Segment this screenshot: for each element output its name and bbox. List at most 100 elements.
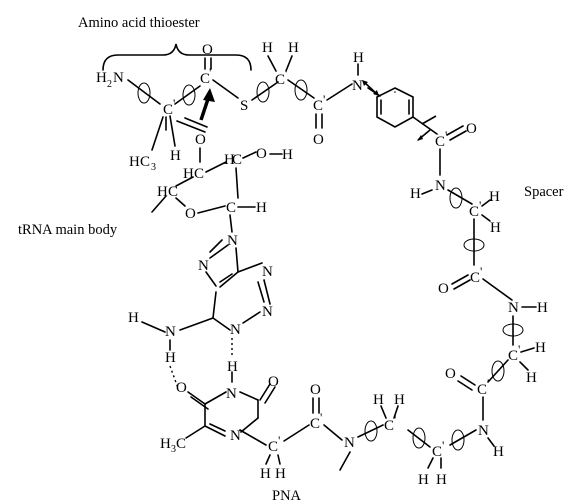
atom-c-amide: C	[310, 416, 320, 432]
atom-h: H	[490, 220, 501, 236]
atom-h: H	[183, 166, 194, 182]
atom-h: H	[418, 472, 429, 488]
atom-h: H	[260, 466, 271, 482]
atom-c-anomeric: C	[226, 200, 236, 216]
atom-h-donor: H	[165, 350, 176, 366]
atom-h: H	[224, 152, 235, 168]
atom-n: N	[352, 78, 363, 94]
atom-c-ribose: C	[194, 166, 204, 182]
benzene-ring: C ' O N H C ' H H C ' O N H C ' H H C '	[367, 87, 548, 460]
atom-h: H	[535, 340, 546, 356]
prime-mark: '	[480, 264, 482, 279]
atom-h: H	[170, 148, 181, 164]
atom-c: C	[469, 204, 479, 220]
prime-mark: '	[278, 433, 280, 448]
atom-n-amino: N	[165, 324, 176, 340]
atom-h: H	[128, 310, 139, 326]
atom-n: N	[227, 233, 238, 249]
atom-n: N	[478, 423, 489, 439]
atom-c-carbonyl: C	[200, 71, 210, 87]
attack-arrow	[199, 88, 215, 121]
rotation-arrows	[137, 79, 524, 451]
prime-mark: '	[209, 65, 211, 80]
atom-n: N	[198, 258, 209, 274]
atom-n-pna: N	[344, 435, 355, 451]
prime-mark: '	[442, 438, 444, 453]
spacer-caption: Spacer	[524, 184, 564, 200]
amino-acid-residue: H 2 N C ' H C 3 H C ' O S C ' H H C ' O …	[96, 40, 364, 173]
atom-h: H	[526, 370, 537, 386]
atom-n: N	[508, 300, 519, 316]
pna-caption: PNA	[272, 488, 302, 504]
prime-mark: '	[518, 342, 520, 357]
atom-o: O	[466, 121, 477, 137]
atom-h: H	[288, 40, 299, 56]
atom-c: C	[508, 348, 518, 364]
atom-o: O	[310, 382, 321, 398]
atom-h: H	[96, 70, 107, 86]
atom-o-ribose: O	[185, 206, 196, 222]
atom-h: H	[373, 392, 384, 408]
atom-n: N	[113, 70, 124, 86]
atom-h: H	[227, 359, 238, 375]
atom-h: H	[275, 466, 286, 482]
thymine-base: H N O N O H 3 C	[160, 359, 279, 455]
atom-h: H	[282, 147, 293, 163]
atom-c: C	[140, 154, 150, 170]
ribose-ring: O H C H C O H H C O C H	[151, 117, 293, 233]
atom-n: N	[226, 386, 237, 402]
aryl-rotation-arrows	[362, 80, 437, 141]
atom-h: H	[436, 472, 447, 488]
atom-h: H	[410, 186, 421, 202]
trna-main-body-caption: tRNA main body	[18, 222, 118, 238]
subscript-3: 3	[171, 444, 176, 455]
atom-n: N	[230, 428, 241, 444]
subscript-3: 3	[151, 162, 156, 173]
prime-mark: '	[479, 198, 481, 213]
atom-o-carbonyl: O	[202, 42, 213, 58]
atom-n-acceptor: N	[230, 322, 241, 338]
prime-mark: '	[320, 410, 322, 425]
atom-o-ester: O	[195, 132, 206, 148]
prime-mark: '	[445, 128, 447, 143]
atom-n: N	[262, 304, 273, 320]
atom-o: O	[445, 366, 456, 382]
atom-c-amide: C	[470, 270, 480, 286]
atom-o: O	[176, 380, 187, 396]
atom-h: H	[256, 200, 267, 216]
atom-h: H	[157, 184, 168, 200]
atom-h: H	[493, 444, 504, 460]
atom-h: H	[489, 189, 500, 205]
hydrogen-bond-1	[169, 365, 179, 389]
adenine-base: N N N N N N H H	[128, 233, 273, 366]
atom-c-amide: C	[435, 134, 445, 150]
atom-c-alpha: C	[163, 102, 173, 118]
atom-h: H	[262, 40, 273, 56]
atom-n: N	[435, 178, 446, 194]
atom-h: H	[537, 300, 548, 316]
prime-mark: '	[323, 92, 325, 107]
atom-o: O	[268, 374, 279, 390]
atom-n: N	[262, 264, 273, 280]
atom-o: O	[313, 132, 324, 148]
subscript-2: 2	[107, 79, 112, 90]
atom-c: C	[275, 72, 285, 88]
prime-mark: '	[394, 412, 396, 427]
atom-c: C	[432, 444, 442, 460]
atom-h: H	[394, 392, 405, 408]
thioester-bracket	[102, 43, 252, 71]
atom-c-ribose: C	[232, 152, 242, 168]
atom-c: C	[268, 439, 278, 455]
prime-mark: '	[173, 96, 175, 111]
atom-s: S	[240, 98, 248, 114]
atom-c-amide: C	[313, 98, 323, 114]
atom-h: H	[129, 154, 140, 170]
atom-c-ribose: C	[168, 184, 178, 200]
pna-backbone: C ' H H C ' H H N C ' O C ' H H	[239, 382, 477, 488]
amino-acid-thioester-caption: Amino acid thioester	[78, 15, 200, 31]
atom-c-amide: C	[477, 382, 487, 398]
prime-mark: '	[487, 376, 489, 391]
atom-o: O	[438, 281, 449, 297]
atom-c: C	[384, 418, 394, 434]
